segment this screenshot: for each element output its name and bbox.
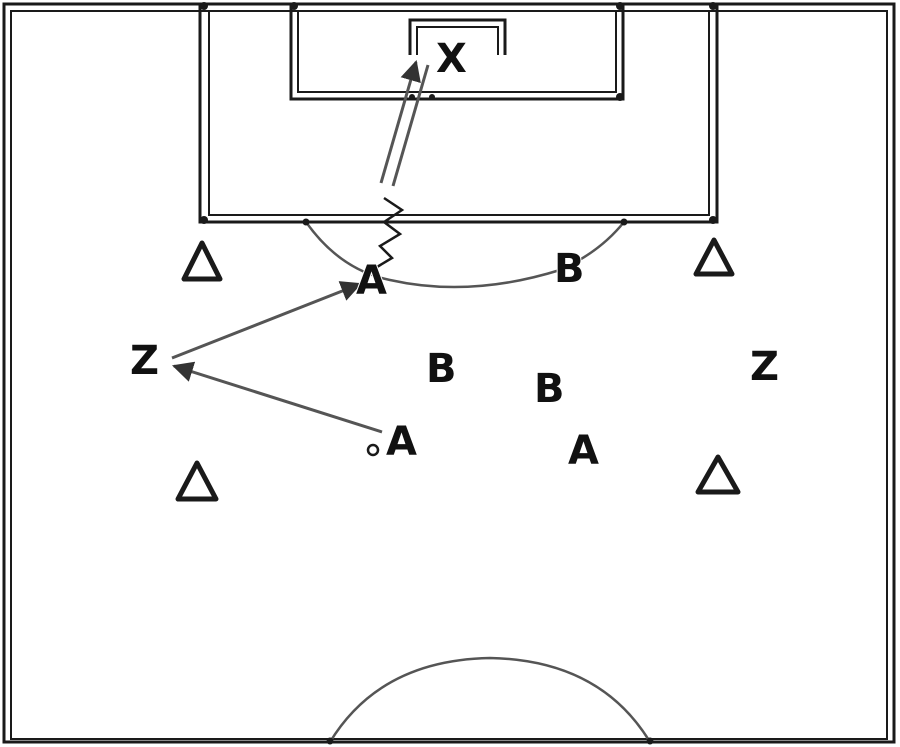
pass-arrow-z-to-a	[171, 281, 362, 360]
player-b-arc-label: B	[554, 246, 585, 292]
pass-arrow-a-to-z	[171, 361, 383, 434]
player-z-left-label: Z	[130, 338, 159, 384]
player-a-right-label: A	[568, 428, 599, 474]
ball-icon	[366, 443, 380, 457]
goal-frame	[408, 18, 507, 55]
shot-arrow-to-goal	[379, 59, 435, 187]
player-a-start-label: A	[386, 419, 417, 465]
centre-circle-arc	[326, 656, 654, 745]
dribble-zigzag	[371, 196, 405, 272]
cone-top-left-icon	[181, 240, 223, 282]
goal-target-label: X	[436, 36, 467, 82]
cone-bottom-left-icon	[175, 460, 219, 502]
player-z-right-label: Z	[750, 344, 779, 390]
cone-top-right-icon	[693, 237, 735, 277]
player-b-left-label: B	[426, 346, 457, 392]
player-b-mid-label: B	[534, 366, 565, 412]
cone-bottom-right-icon	[695, 454, 741, 495]
penalty-area	[198, 2, 719, 224]
goal-area	[289, 2, 625, 101]
penalty-arc	[302, 218, 628, 289]
player-a-top-label: A	[356, 258, 387, 304]
